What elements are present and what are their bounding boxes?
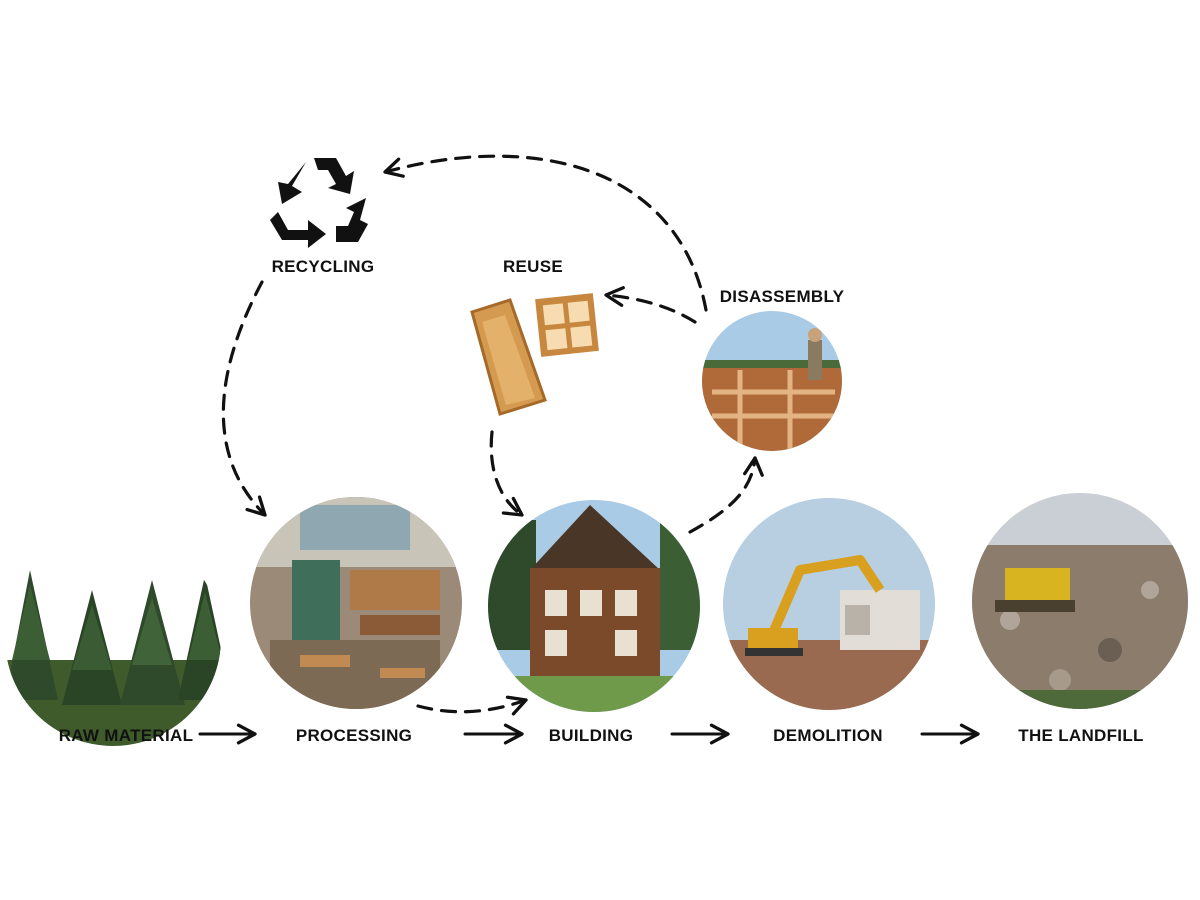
stage-label-raw-material: RAW MATERIAL [59, 726, 194, 745]
arrow-recycling-to-processing [221, 280, 267, 517]
wooden-house-photo [488, 500, 700, 712]
sawmill-photo [250, 497, 462, 709]
arrow-building-to-disassembly [688, 456, 764, 534]
stage-label-demolition: DEMOLITION [773, 726, 883, 745]
arrow-processing-to-building-dashed [416, 695, 528, 716]
arrow-disassembly-to-reuse [604, 286, 697, 324]
stage-label-processing: PROCESSING [296, 726, 412, 745]
door-window-icon [470, 293, 599, 416]
forest-photo [5, 530, 221, 746]
recycle-icon [270, 158, 368, 248]
arrow-reuse-to-building [489, 430, 524, 517]
disassembly-photo [702, 311, 842, 451]
loop-label-recycling: RECYCLING [272, 257, 375, 276]
loop-label-reuse: REUSE [503, 257, 563, 276]
stage-label-landfill: THE LANDFILL [1018, 726, 1143, 745]
excavator-photo [723, 498, 935, 710]
arrow-disassembly-to-recycling [383, 154, 708, 312]
landfill-photo [972, 493, 1188, 709]
loop-label-disassembly: DISASSEMBLY [720, 287, 845, 306]
stage-label-building: BUILDING [549, 726, 634, 745]
